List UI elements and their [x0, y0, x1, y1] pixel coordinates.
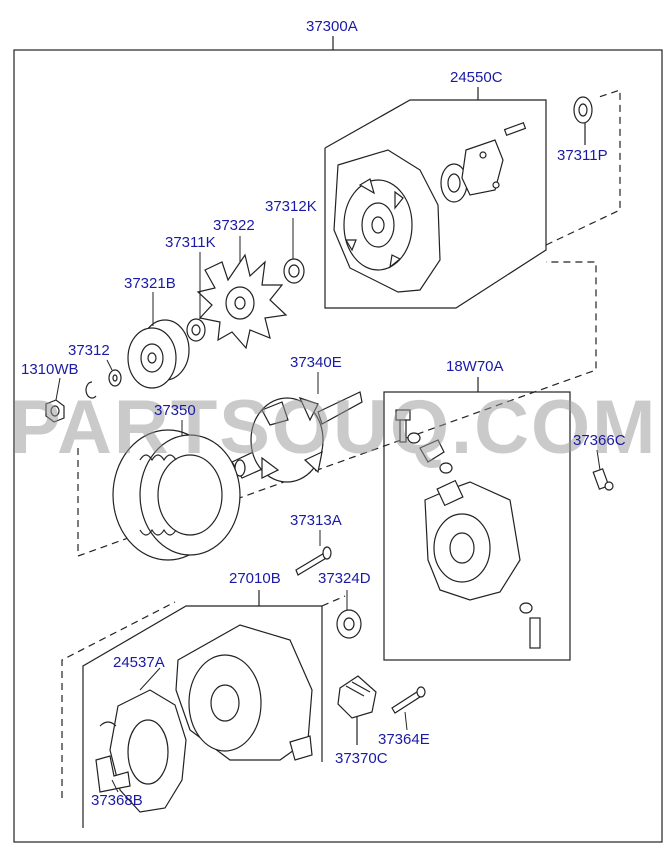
part-label-37311p[interactable]: 37311P [557, 147, 608, 164]
front-housing-27010b [175, 624, 313, 761]
brush-holder-37370c [337, 675, 377, 719]
assembly-frame [13, 49, 663, 843]
screw-37364e [391, 686, 426, 714]
stator-37350 [112, 429, 241, 561]
bracket-37368b [95, 755, 131, 793]
group-24550c-box [324, 99, 547, 309]
nut-1310wb [45, 399, 65, 423]
terminal-37366c [592, 468, 614, 491]
part-label-37321b[interactable]: 37321B [124, 275, 176, 292]
part-label-37322[interactable]: 37322 [213, 217, 255, 234]
part-label-37364e[interactable]: 37364E [378, 731, 430, 748]
washer-37312 [85, 369, 122, 399]
part-label-37311k[interactable]: 37311K [165, 234, 216, 251]
bearing-37312k [283, 258, 305, 284]
collar-37311k [186, 318, 206, 342]
part-label-37312[interactable]: 37312 [68, 342, 110, 359]
part-label-27010b[interactable]: 27010B [229, 570, 281, 587]
part-label-1310wb[interactable]: 1310WB [21, 361, 79, 378]
part-label-37300a[interactable]: 37300A [306, 18, 358, 35]
part-label-37313a[interactable]: 37313A [290, 512, 342, 529]
part-label-37312k[interactable]: 37312K [265, 198, 317, 215]
group-18w70a-box [383, 391, 571, 661]
part-label-37370c[interactable]: 37370C [335, 750, 388, 767]
rear-housing [333, 121, 527, 293]
regulator-parts [395, 409, 541, 649]
part-label-37340e[interactable]: 37340E [290, 354, 342, 371]
washer-37324d [336, 609, 362, 639]
part-label-24550c[interactable]: 24550C [450, 69, 503, 86]
part-label-37366c[interactable]: 37366C [573, 432, 626, 449]
part-label-37350[interactable]: 37350 [154, 402, 196, 419]
bolt-37313a [295, 546, 332, 576]
bearing-cap-37311p [573, 96, 593, 124]
rotor-37340e [231, 391, 363, 483]
part-label-24537a[interactable]: 24537A [113, 654, 165, 671]
part-label-37324d[interactable]: 37324D [318, 570, 371, 587]
part-label-37368b[interactable]: 37368B [91, 792, 143, 809]
fan-37322 [196, 253, 288, 350]
part-label-18w70a[interactable]: 18W70A [446, 358, 504, 375]
pulley-37321b [127, 319, 190, 389]
group-27010b-box [82, 605, 323, 828]
